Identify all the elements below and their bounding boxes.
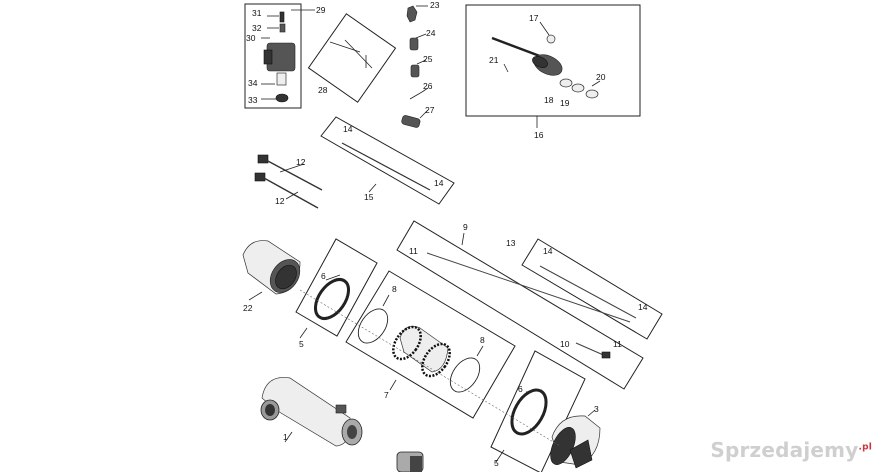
callout-6: 6 [518,384,523,394]
callout-33: 33 [248,95,258,105]
callout-11: 11 [409,246,418,256]
cables-12 [254,154,323,209]
callout-15: 15 [364,192,374,202]
callout-11: 11 [613,339,622,349]
watermark-text: Sprzedajemy [710,438,859,462]
callout-5: 5 [299,339,304,349]
callout-3: 3 [594,404,599,414]
group-box-28 [307,13,397,103]
callout-10: 10 [560,339,570,349]
callout-22: 22 [243,303,253,313]
callout-28: 28 [318,85,328,95]
group-box-13 [521,238,663,340]
callout-18: 18 [544,95,554,105]
watermark-suffix: .pl [858,442,872,453]
callout-14: 14 [343,124,353,134]
end-cap-3 [550,409,601,469]
callout-16: 16 [534,130,544,140]
group-box-9 [396,220,644,390]
group-box-15 [320,116,455,205]
callout-6: 6 [321,271,326,281]
group-box-29-34 [244,3,302,109]
callout-21: 21 [489,55,499,65]
callout-23: 23 [430,0,440,10]
cylinder-22 [242,240,301,301]
shaft-assembly [491,21,601,99]
callout-12: 12 [296,157,306,167]
callout-30: 30 [246,33,256,43]
callout-13: 13 [506,238,516,248]
callout-20: 20 [596,72,606,82]
callout-8: 8 [480,335,485,345]
callout-27: 27 [425,105,435,115]
callout-25: 25 [423,54,433,64]
watermark-logo: Sprzedajemy.pl [710,438,872,462]
callout-14: 14 [638,302,648,312]
callout-19: 19 [560,98,570,108]
group-box-5-upper [295,238,378,337]
filter-housing-1 [260,377,363,447]
callout-12: 12 [275,196,285,206]
callout-32: 32 [252,23,262,33]
group-box-7 [345,270,516,419]
group-box-16 [465,4,641,117]
callout-1: 1 [283,432,288,442]
callout-26: 26 [423,81,433,91]
callout-7: 7 [384,390,389,400]
callout-31: 31 [252,8,262,18]
callout-24: 24 [426,28,436,38]
callout-5: 5 [494,458,499,468]
group-box-5-lower [490,350,586,472]
bottom-partial-part [396,451,424,472]
callout-14: 14 [434,178,444,188]
callout-29: 29 [316,5,326,15]
callout-17: 17 [529,13,539,23]
callout-14: 14 [543,246,553,256]
filter-element [392,325,451,378]
callout-8: 8 [392,284,397,294]
pump-block [263,11,296,103]
callout-34: 34 [248,78,258,88]
small-parts-23-27 [401,5,429,128]
callout-9: 9 [463,222,468,232]
